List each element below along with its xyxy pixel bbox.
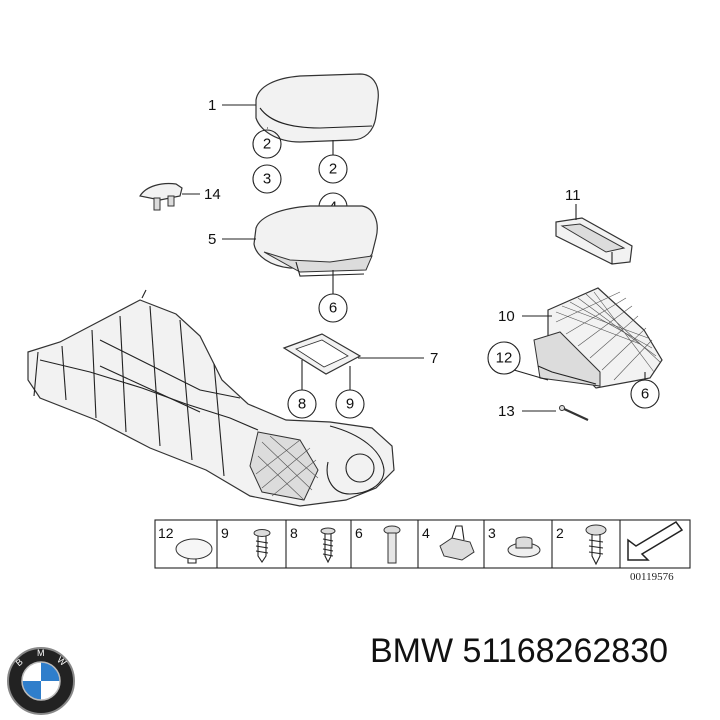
legend-number-9: 9 (221, 525, 229, 541)
callout-8: 8 (298, 396, 306, 413)
diagram-reference-number: 00119576 (630, 571, 674, 583)
callout-circle-8 (287, 389, 317, 419)
callout-1: 1 (208, 97, 216, 114)
legend-number-12: 12 (158, 525, 174, 541)
storage-box-part-10 (533, 287, 663, 389)
callout-circle-9 (335, 389, 365, 419)
nut-icon (507, 536, 541, 558)
callout-6a: 6 (329, 300, 337, 317)
callout-2a: 2 (263, 136, 271, 153)
legend-number-6: 6 (355, 525, 363, 541)
console-carrier-part (27, 289, 395, 507)
bmw-logo: B M W (7, 647, 75, 715)
callout-7: 7 (430, 350, 438, 367)
callout-circle-12 (487, 341, 521, 375)
callout-12: 12 (496, 350, 513, 367)
callout-13: 13 (498, 403, 515, 420)
callout-6b: 6 (641, 386, 649, 403)
legend-number-4: 4 (422, 525, 430, 541)
callout-2b: 2 (329, 161, 337, 178)
legend-number-8: 8 (290, 525, 298, 541)
clip-icon (439, 525, 475, 561)
fasteners-legend: 12 9 8 6 4 3 (154, 519, 691, 569)
clip-part-14 (139, 182, 183, 211)
callout-11: 11 (565, 187, 581, 204)
svg-text:B: B (14, 657, 25, 669)
tapping-screw-icon (585, 524, 607, 566)
cap-icon (175, 538, 213, 564)
bolt-icon (383, 525, 401, 564)
brand-part-number: BMW 51168262830 (370, 632, 669, 670)
callout-10: 10 (498, 308, 515, 325)
callout-circle-6a (318, 293, 348, 323)
pin-part-13 (559, 405, 589, 421)
armrest-base-part (253, 205, 378, 277)
callout-circle-3 (252, 164, 282, 194)
legend-number-3: 3 (488, 525, 496, 541)
callout-9: 9 (346, 396, 354, 413)
tray-part-11 (555, 217, 633, 265)
callout-3: 3 (263, 171, 271, 188)
frame-part-7 (282, 333, 362, 375)
screw-icon-9 (253, 529, 271, 563)
armrest-lid-part (255, 73, 379, 143)
callout-circle-2a (252, 129, 282, 159)
callout-5: 5 (208, 231, 216, 248)
callout-circle-2b (318, 154, 348, 184)
svg-text:M: M (37, 648, 45, 658)
arrow-icon (627, 521, 684, 561)
screw-icon-8 (320, 527, 336, 564)
legend-number-2: 2 (556, 525, 564, 541)
callout-14: 14 (204, 186, 221, 203)
